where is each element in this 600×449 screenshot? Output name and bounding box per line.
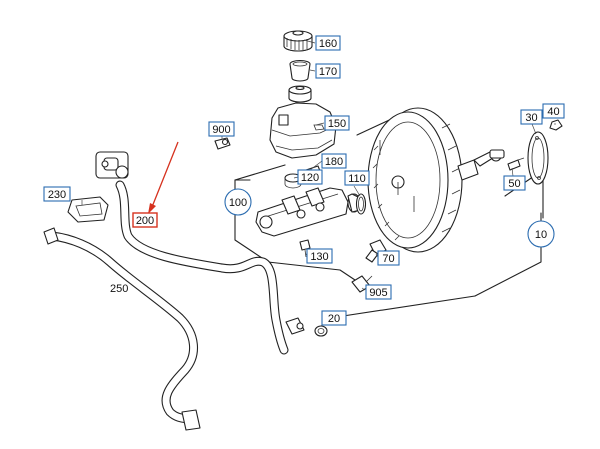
svg-text:130: 130 [310,251,328,263]
svg-text:150: 150 [328,118,346,130]
gasket-30 [527,131,549,185]
screw-130 [299,239,311,258]
seal-20 [314,325,328,337]
o-ring-110 [355,193,367,215]
hose-check-valve [285,317,305,335]
svg-text:170: 170 [319,66,337,78]
callout-50[interactable]: 50 [503,175,526,191]
svg-text:905: 905 [369,287,387,299]
callout-150[interactable]: 150 [324,115,350,131]
svg-text:40: 40 [547,106,559,118]
svg-text:30: 30 [525,112,537,124]
circle-callout-100[interactable]: 100 [224,188,252,216]
svg-text:160: 160 [319,38,337,50]
callout-70[interactable]: 70 [377,250,400,266]
svg-text:100: 100 [229,197,247,209]
plug-900 [214,137,231,150]
leader-lines [81,39,556,327]
master-cylinder-100 [255,187,361,237]
callout-20[interactable]: 20 [321,310,347,326]
callout-905[interactable]: 905 [365,284,392,300]
label-250[interactable]: 250 [110,283,128,295]
bolt-50 [507,157,525,171]
brake-fluid-reservoir-150 [269,85,337,159]
nut-40 [549,119,563,131]
callout-230[interactable]: 230 [43,186,71,202]
svg-text:230: 230 [48,189,66,201]
svg-text:200: 200 [136,215,154,227]
svg-text:120: 120 [301,172,319,184]
callout-200[interactable]: 200 [132,212,158,228]
highlight-arrow [148,141,179,214]
strainer-170 [289,59,311,82]
vacuum-hose-250[interactable] [43,227,201,431]
callout-40[interactable]: 40 [542,103,565,119]
circle-callout-10[interactable]: 10 [527,220,555,248]
bracket-230 [67,196,109,223]
svg-text:110: 110 [348,173,366,185]
svg-text:900: 900 [212,124,230,136]
grommet-120 [284,173,302,189]
callout-110[interactable]: 110 [344,170,370,186]
svg-text:10: 10 [535,229,547,241]
svg-text:70: 70 [382,253,394,265]
vacuum-hose-200[interactable] [115,180,289,355]
callout-30[interactable]: 30 [520,109,543,125]
callout-170[interactable]: 170 [315,63,341,79]
callout-160[interactable]: 160 [315,35,341,51]
callout-180[interactable]: 180 [321,153,347,169]
callout-120[interactable]: 120 [297,169,323,185]
svg-text:20: 20 [328,313,340,325]
svg-text:50: 50 [508,178,520,190]
callout-900[interactable]: 900 [208,121,235,137]
reservoir-cap-160 [283,30,313,52]
hose-connector-valve [95,151,129,179]
brake-booster-10 [367,107,505,253]
svg-text:180: 180 [325,156,343,168]
callout-130[interactable]: 130 [306,248,333,264]
